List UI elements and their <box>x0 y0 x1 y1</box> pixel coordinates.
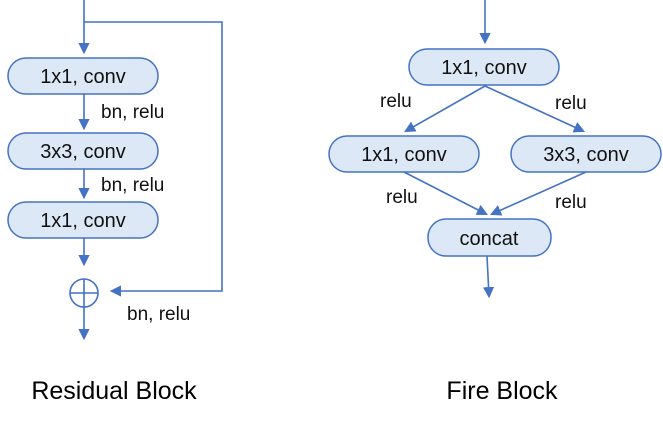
residual-conv2-node: 3x3, conv <box>7 132 159 170</box>
fire-expand1-label: 1x1, conv <box>361 144 447 166</box>
residual-label-shortcut: bn, relu <box>127 304 190 325</box>
residual-block: 1x1, conv bn, relu 3x3, conv bn, relu 1x… <box>7 0 223 405</box>
residual-conv1-node: 1x1, conv <box>7 57 159 95</box>
residual-conv2-label: 3x3, conv <box>40 141 126 163</box>
fire-label-expand3-concat: relu <box>555 192 587 213</box>
residual-label-after-conv1: bn, relu <box>101 102 164 123</box>
fire-output-edge <box>482 255 495 299</box>
fire-edge-expand1-concat <box>403 171 488 216</box>
fire-label-squeeze-expand1: relu <box>380 91 412 112</box>
fire-squeeze-node: 1x1, conv <box>408 48 560 86</box>
fire-concat-node: concat <box>427 218 552 257</box>
fire-concat-label: concat <box>460 228 519 250</box>
fire-expand1-node: 1x1, conv <box>328 135 480 173</box>
fire-label-expand1-concat: relu <box>386 187 418 208</box>
fire-expand3-label: 3x3, conv <box>543 144 629 166</box>
residual-shortcut-edge <box>84 21 223 297</box>
fire-edge-squeeze-expand1 <box>404 85 486 133</box>
fire-expand3-node: 3x3, conv <box>510 135 662 173</box>
fire-block-caption: Fire Block <box>446 377 558 405</box>
fire-edge-squeeze-expand3 <box>484 85 586 133</box>
fire-label-squeeze-expand3: relu <box>555 93 587 114</box>
fire-edge-expand3-concat <box>489 171 587 216</box>
fire-squeeze-label: 1x1, conv <box>441 57 527 79</box>
residual-conv3-label: 1x1, conv <box>40 210 126 232</box>
residual-conv1-label: 1x1, conv <box>40 66 126 88</box>
residual-conv3-node: 1x1, conv <box>7 201 159 239</box>
residual-add-node <box>69 278 99 308</box>
fire-block: 1x1, conv relu relu 1x1, conv 3x3, conv … <box>328 0 662 405</box>
residual-label-after-conv2: bn, relu <box>101 175 164 196</box>
residual-block-caption: Residual Block <box>31 377 197 405</box>
